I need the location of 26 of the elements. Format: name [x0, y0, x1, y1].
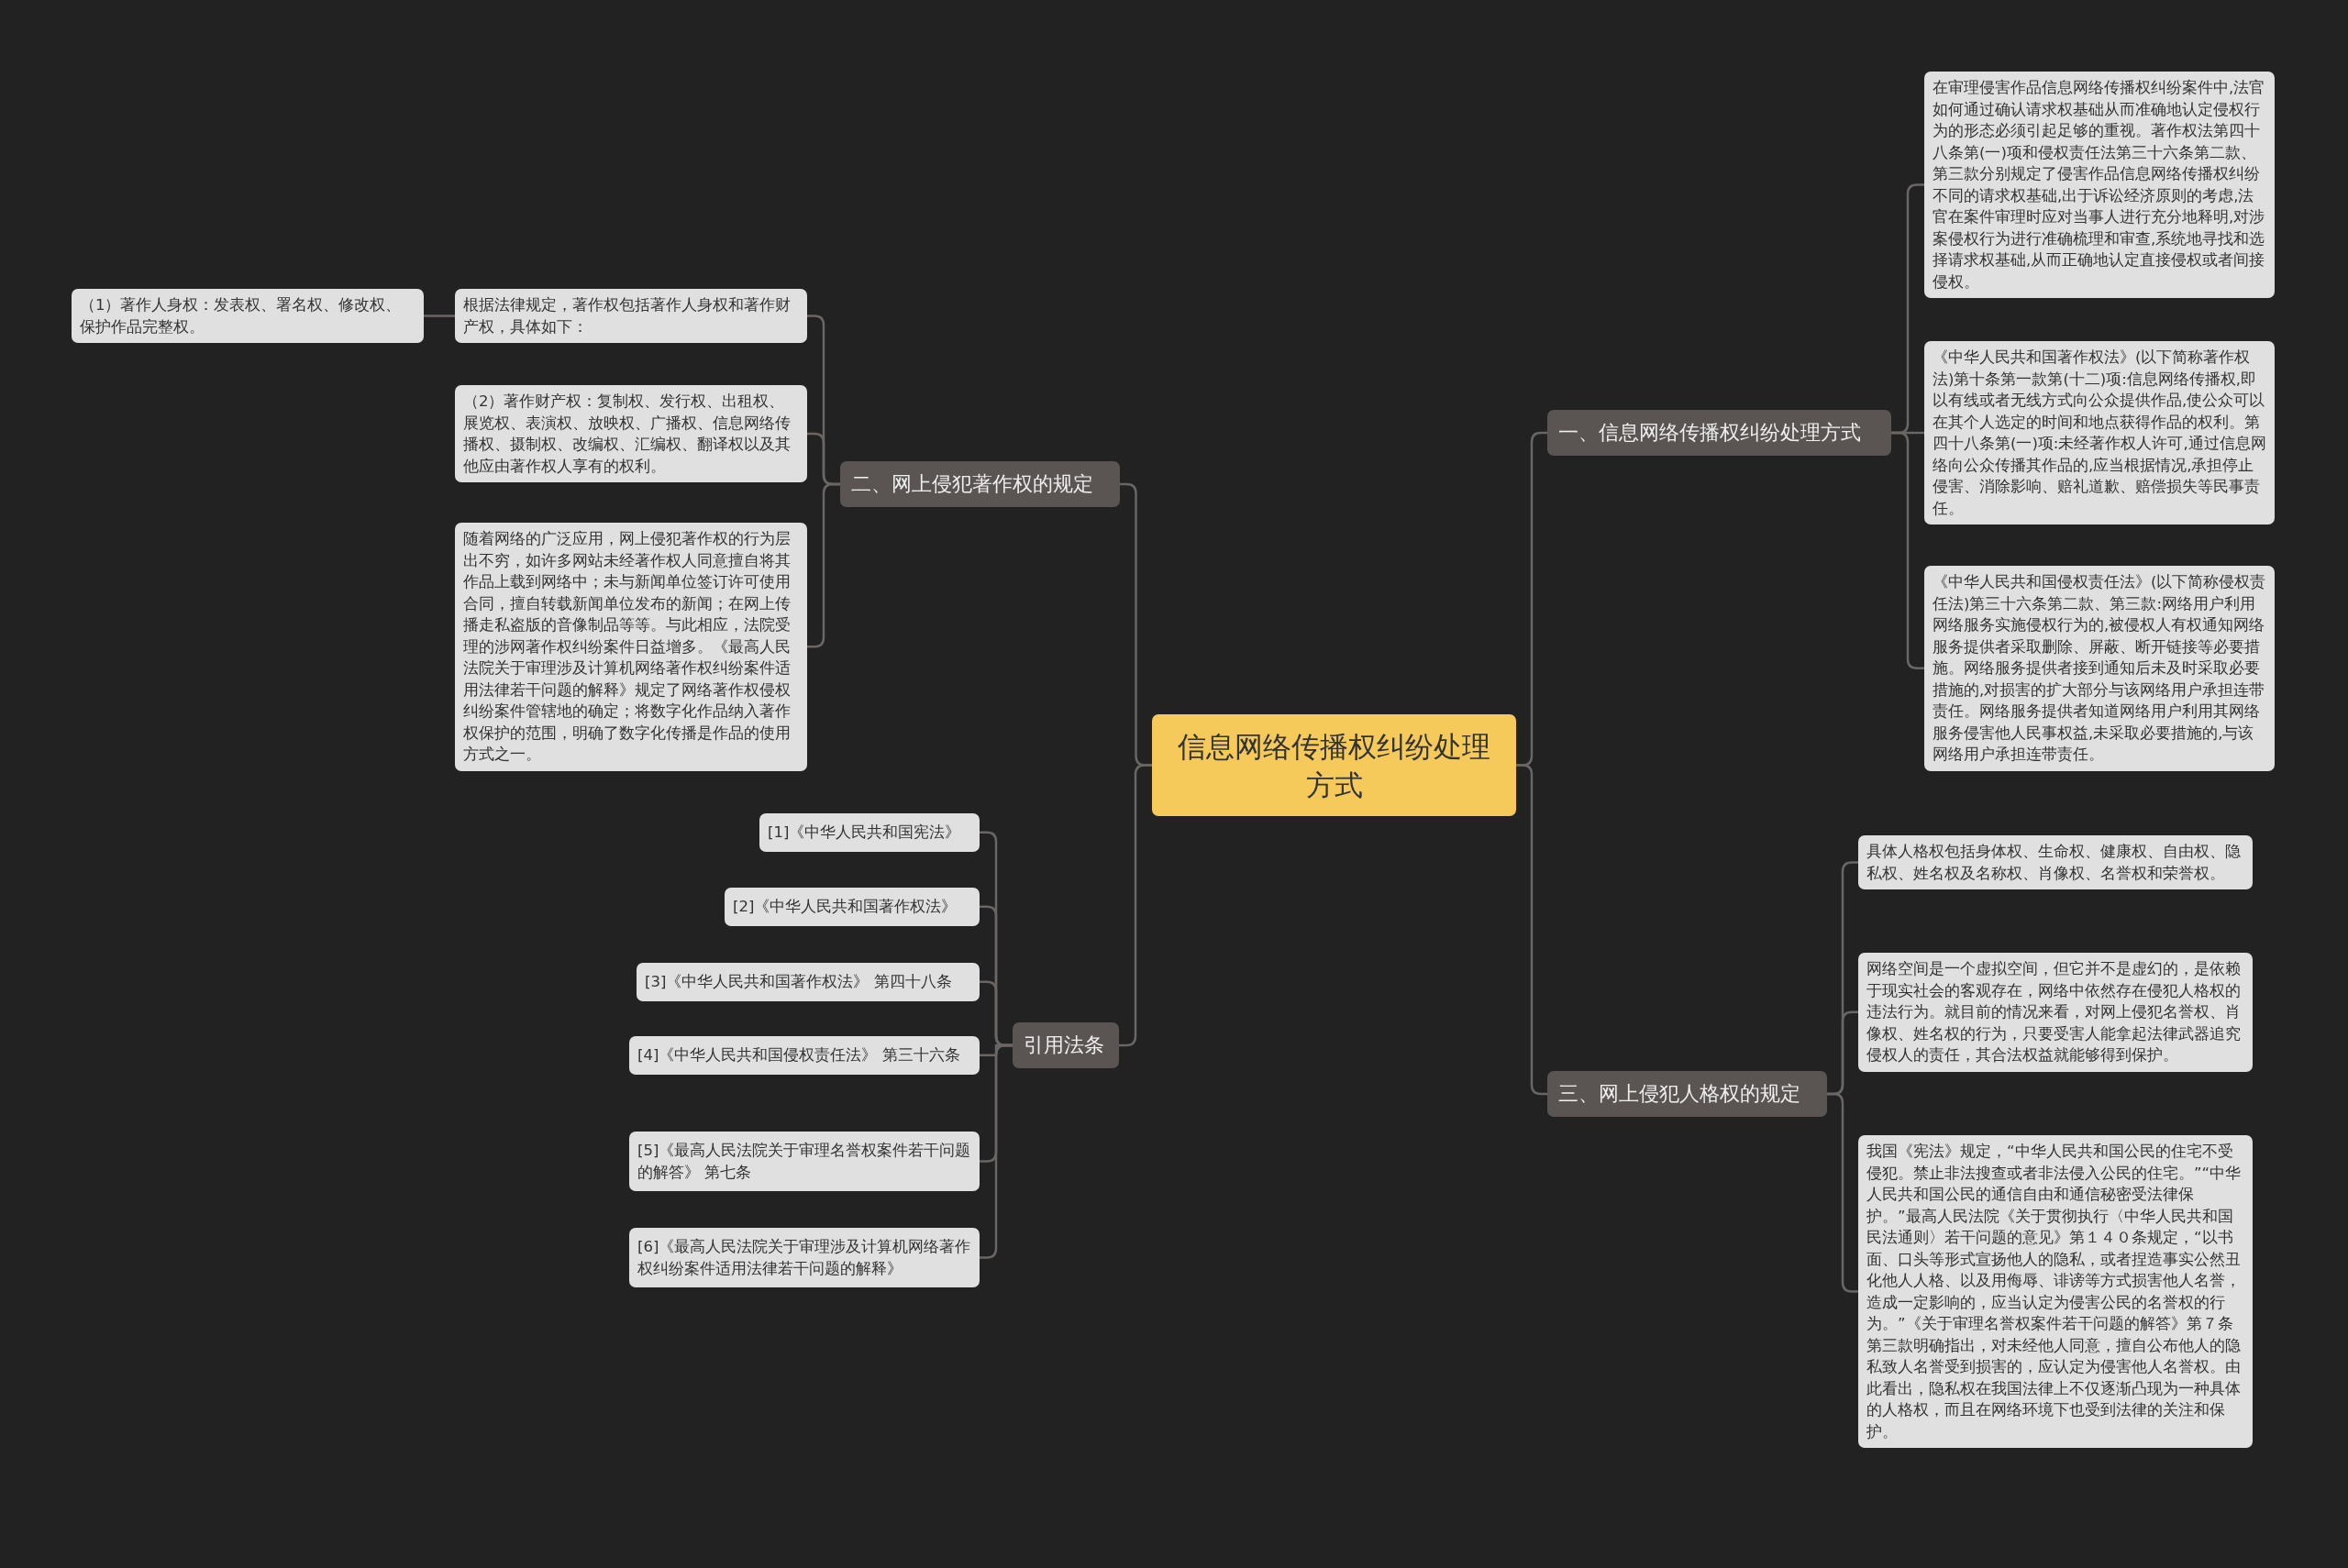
- text-box: 网络空间是一个虚拟空间，但它并不是虚幻的，是依赖于现实社会的客观存在，网络中依然存在侵犯人格权的违法行为。就目前的情况来看，对网上侵犯名誉权、肖像权、姓名权的行为，只要受害人能拿起法律武器追究侵权人的责任，其合法权益就能够得到保护。: [1858, 953, 2253, 1072]
- text-box: 《中华人民共和国著作权法》(以下简称著作权法)第十条第一款第(十二)项:信息网络传播权,即以有线或者无线方式向公众提供作品,使公众可以在其个人选定的时间和地点获得作品的权利。第四十八条第(一)项:未经著作权人许可,通过信息网络向公众传播其作品的,应当根据情况,承担停止侵害、消除影响、赔礼道歉、赔偿损失等民事责任。: [1924, 341, 2275, 525]
- text-box: 我国《宪法》规定，“中华人民共和国公民的住宅不受侵犯。禁止非法搜查或者非法侵入公民的住宅。”“中华人民共和国公民的通信自由和通信秘密受法律保护。”最高人民法院《关于贯彻执行〈中华人民共和国民法通则〉若干问题的意见》第１４０条规定，“以书面、口头等形式宣扬他人的隐私，或者捏造事实公然丑化他人人格、以及用侮辱、诽谤等方式损害他人名誉，造成一定影响的，应当认定为侵害公民的名誉权的行为。”《关于审理名誉权案件若干问题的解答》第７条第三款明确指出，对未经他人同意，擅自公布他人的隐私致人名誉受到损害的，应认定为侵害他人名誉权。由此看出，隐私权在我国法律上不仅逐渐凸现为一种具体的人格权，而且在网络环境下也受到法律的关注和保护。: [1858, 1135, 2253, 1448]
- text-box: 在审理侵害作品信息网络传播权纠纷案件中,法官如何通过确认请求权基础从而准确地认定侵权行为的形态必须引起足够的重视。著作权法第四十八条第(一)项和侵权责任法第三十六条第二款、第三款分别规定了侵害作品信息网络传播权纠纷不同的请求权基础,出于诉讼经济原则的考虑,法官在案件审理时应对当事人进行充分地释明,对涉案侵权行为进行准确梳理和审查,系统地寻找和选择请求权基础,从而正确地认定直接侵权或者间接侵权。: [1924, 72, 2275, 298]
- connector-line: [424, 315, 455, 317]
- connector-line: [980, 1043, 1013, 1259]
- text-box: 随着网络的广泛应用，网上侵犯著作权的行为层出不穷，如许多网站未经著作权人同意擅自将其作品上载到网络中；未与新闻单位签订许可使用合同，擅自转载新闻单位发布的新闻；在网上传播走私盗版的音像制品等等。与此相应，法院受理的涉网著作权纠纷案件日益增多。《最高人民法院关于审理涉及计算机网络著作权纠纷案件适用法律若干问题的解释》规定了网络著作权侵权纠纷案件管辖地的确定；将数字化作品纳入著作权保护的范围，明确了数字化传播是作品的使用方式之一。: [455, 523, 807, 771]
- reference-box: [3]《中华人民共和国著作权法》 第四十八条: [637, 963, 980, 1001]
- connector-line: [1891, 431, 1924, 669]
- text-box: （1）著作人身权：发表权、署名权、修改权、保护作品完整权。: [72, 289, 424, 343]
- text-box: 《中华人民共和国侵权责任法》(以下简称侵权责任法)第三十六条第二款、第三款:网络用户利用网络服务实施侵权行为的,被侵权人有权通知网络服务提供者采取删除、屏蔽、断开链接等必要措施。网络服务提供者接到通知后未及时采取必要措施的,对损害的扩大部分与该网络用户承担连带责任。网络服务提供者知道网络用户利用其网络服务侵害他人民事权益,未采取必要措施的,与该网络用户承担连带责任。: [1924, 566, 2275, 771]
- connector-line: [1119, 764, 1152, 1047]
- text-box: 根据法律规定，著作权包括著作人身权和著作财产权，具体如下：: [455, 289, 807, 343]
- branch-box: 一、信息网络传播权纠纷处理方式: [1547, 410, 1891, 456]
- branch-box: 三、网上侵犯人格权的规定: [1547, 1071, 1827, 1117]
- reference-box: [5]《最高人民法院关于审理名誉权案件若干问题的解答》 第七条: [629, 1132, 980, 1191]
- text-box: （2）著作财产权：复制权、发行权、出租权、展览权、表演权、放映权、广播权、信息网络传播权、摄制权、改编权、汇编权、翻译权以及其他应由著作权人享有的权利。: [455, 385, 807, 482]
- branch-box: 引用法条: [1013, 1022, 1119, 1068]
- connector-line: [807, 482, 840, 648]
- reference-box: [1]《中华人民共和国宪法》: [759, 813, 980, 852]
- reference-box: [6]《最高人民法院关于审理涉及计算机网络著作权纠纷案件适用法律若干问题的解释》: [629, 1228, 980, 1287]
- branch-box: 二、网上侵犯著作权的规定: [840, 461, 1120, 507]
- reference-box: [2]《中华人民共和国著作权法》: [725, 888, 980, 926]
- topic-box: 信息网络传播权纠纷处理方式: [1152, 714, 1516, 816]
- reference-box: [4]《中华人民共和国侵权责任法》 第三十六条: [629, 1036, 980, 1075]
- text-box: 具体人格权包括身体权、生命权、健康权、自由权、隐私权、姓名权及名称权、肖像权、名誉权和荣誉权。: [1858, 835, 2253, 889]
